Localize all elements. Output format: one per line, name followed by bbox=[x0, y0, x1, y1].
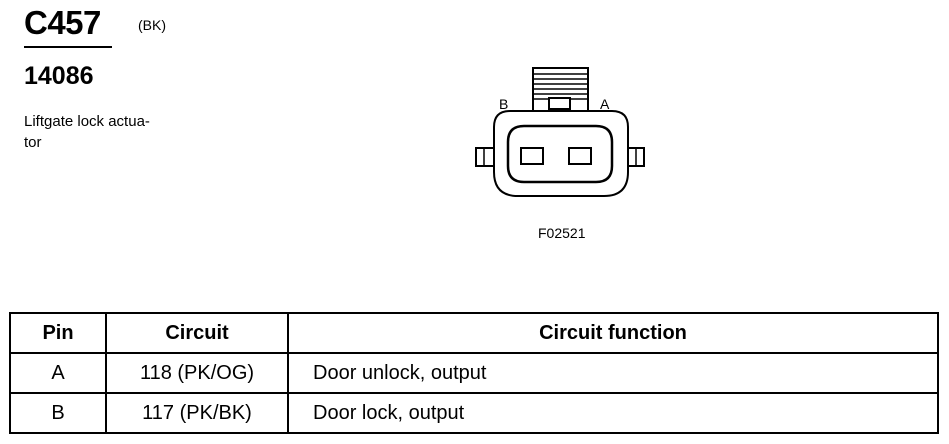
table-row: B 117 (PK/BK) Door lock, output bbox=[9, 392, 939, 434]
cavity-b bbox=[520, 147, 544, 165]
table-row: A 118 (PK/OG) Door unlock, output bbox=[9, 352, 939, 394]
component-description: Liftgate lock actua-tor bbox=[24, 111, 184, 153]
circuit-cell: 118 (PK/OG) bbox=[105, 352, 289, 394]
part-number: 14086 bbox=[24, 62, 94, 90]
color-code: (BK) bbox=[138, 17, 166, 33]
pinout-table: Pin Circuit Circuit function A 118 (PK/O… bbox=[9, 312, 939, 434]
title-rule bbox=[24, 46, 112, 48]
locking-tab bbox=[532, 67, 589, 117]
header-pin: Pin bbox=[9, 312, 107, 354]
circuit-cell: 117 (PK/BK) bbox=[105, 392, 289, 434]
pin-cell: A bbox=[9, 352, 107, 394]
circuit-function-cell: Door unlock, output bbox=[287, 352, 939, 394]
pin-label-a: A bbox=[600, 96, 610, 112]
pin-cell: B bbox=[9, 392, 107, 434]
header-circuit: Circuit bbox=[105, 312, 289, 354]
figure-code: F02521 bbox=[538, 225, 586, 241]
cavity-a bbox=[568, 147, 592, 165]
pin-label-b: B bbox=[499, 96, 508, 112]
header-circuit-function: Circuit function bbox=[287, 312, 939, 354]
connector-id: C457 bbox=[24, 4, 101, 41]
connector-diagram: B A bbox=[475, 67, 645, 197]
circuit-function-cell: Door lock, output bbox=[287, 392, 939, 434]
description-text: Liftgate lock actua-tor bbox=[24, 113, 150, 151]
table-header-row: Pin Circuit Circuit function bbox=[9, 312, 939, 354]
connector-housing bbox=[475, 110, 645, 197]
